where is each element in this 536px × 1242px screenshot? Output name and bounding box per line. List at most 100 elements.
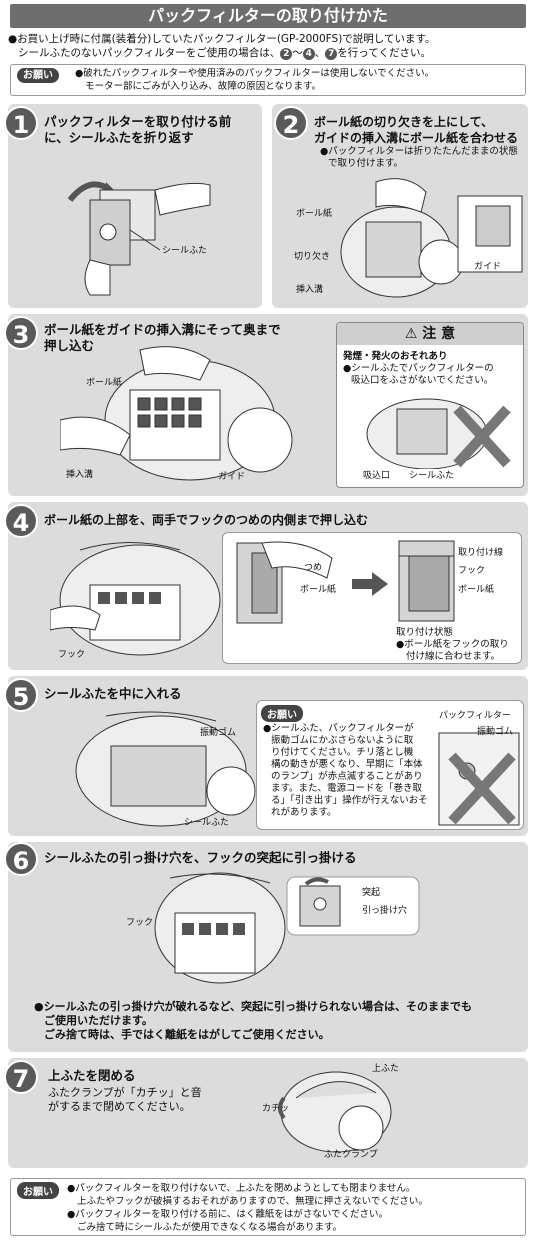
step-6-illustration — [154, 872, 286, 984]
step-2-label-slot: 挿入溝 — [296, 285, 324, 295]
step-3-label-board: ボール紙 — [86, 378, 123, 388]
step-4-number: 4 — [4, 504, 38, 538]
intro: ●お買い上げ時に付属(装着分)していたパックフィルター(GP-2000FS)で説… — [8, 32, 528, 60]
tilde: ～ — [292, 47, 303, 59]
request-badge: お願い — [17, 68, 59, 83]
step-3-number: 3 — [4, 316, 38, 350]
step-6-label-hook: フック — [126, 918, 154, 928]
step-1-title-line-2: に、シールふたを折り返す — [44, 130, 194, 145]
step-4-label-line: 取り付け線 — [458, 548, 504, 558]
step-1-label-seal: シールふた — [162, 246, 208, 256]
step-5-request-line-7: る」「引き出す」操作が行えないおそ — [271, 795, 428, 806]
step-5-title: シールふたを中に入れる — [44, 686, 182, 701]
caution-head-text: 注 意 — [422, 326, 456, 342]
step-6-label-hole: 引っ掛け穴 — [362, 906, 408, 916]
caution-header: ⚠ 注 意 — [337, 323, 523, 345]
step-6-title: シールふたの引っ掛け穴を、フックの突起に引っ掛ける — [44, 850, 357, 865]
step-2-label-guide: ガイド — [474, 262, 502, 272]
step-1-title: パックフィルターを取り付ける前 に、シールふたを折り返す — [44, 114, 231, 146]
step-6-number: 6 — [4, 842, 38, 876]
step-4-detail-after — [398, 540, 455, 622]
step-5-request-box: お願い ●シールふた、パックフィルターが 振動ゴムにかぶさらないように取 り付け… — [256, 700, 524, 830]
intro-line-2-text: シールふたのないパックフィルターをご使用の場合は、 — [18, 47, 281, 59]
step-5-request-line-8: れがあります。 — [271, 807, 337, 818]
step-6-note: ●シールふたの引っ掛け穴が破れるなど、突起に引っ掛けられない場合は、そのままでも… — [34, 1000, 472, 1042]
step-3-label-slot: 挿入溝 — [66, 470, 94, 480]
intro-line-1: ●お買い上げ時に付属(装着分)していたパックフィルター(GP-2000FS)で説… — [8, 33, 436, 45]
step-6-label-protrusion: 突起 — [362, 888, 381, 898]
step-2-title: ボール紙の切り欠きを上にして、 ガイドの挿入溝にボール紙を合わせる — [314, 114, 518, 146]
step-7-title: 上ふたを閉める — [48, 1068, 136, 1083]
step-5-label-seal: シールふた — [184, 818, 230, 828]
step-3-title: ボール紙をガイドの挿入溝にそって奥まで 押し込む — [44, 322, 281, 354]
caution-label-inlet: 吸込口 — [363, 471, 391, 481]
step-2-label-notch: 切り欠き — [294, 252, 331, 262]
caution-label-seal: シールふた — [409, 471, 455, 481]
step-4-title: ボール紙の上部を、両手でフックのつめの内側まで押し込む — [44, 513, 369, 527]
step-3-label-guide: ガイド — [218, 472, 246, 482]
step-4-label-board: ボール紙 — [300, 585, 337, 595]
bottom-note-line-4: ごみ捨て時にシールふたが使用できなくなる場合があります。 — [77, 1222, 343, 1233]
step-5-request-line-2: 振動ゴムにかぶさらないように取 — [271, 735, 414, 746]
step-5-label-rubber-2: 振動ゴム — [477, 727, 514, 737]
step-1-title-line-1: パックフィルターを取り付ける前 — [44, 114, 232, 129]
step-2-title-line-1: ボール紙の切り欠きを上にして、 — [314, 115, 494, 129]
step-6-note-line-1: ●シールふたの引っ掛け穴が破れるなど、突起に引っ掛けられない場合は、そのままでも — [34, 1000, 473, 1013]
step-3-title-line-1: ボール紙をガイドの挿入溝にそって奥まで — [44, 322, 281, 337]
caution-box: ⚠ 注 意 発煙・発火のおそれあり ●シールふたでパックフィルターの 吸込口をふ… — [336, 322, 524, 488]
bottom-note-line-3: ●パックフィルターを取り付ける前に、はく離紙をはがさないでください。 — [67, 1209, 389, 1220]
step-7-label-clamp: ふたクランプ — [324, 1150, 378, 1160]
step-6-detail — [286, 876, 420, 936]
step-1-number: 1 — [4, 106, 38, 140]
bottom-note-line-1: ●パックフィルターを取り付けないで、上ふたを閉めようとしても閉まりません。 — [67, 1183, 416, 1194]
step-6-note-line-3: ごみ捨て時は、手ではく離紙をはがしてご使用ください。 — [44, 1028, 330, 1041]
step-5-request-line-4: 構の動きが悪くなり、早期に「本体 — [271, 759, 423, 770]
step-3-illustration — [60, 346, 293, 481]
step-5-label-pack: パックフィルター — [439, 711, 511, 721]
caution-text: ●シールふたでパックフィルターの 吸込口をふさがないでください。 — [343, 363, 494, 387]
step-7-note-line-1: ふたクランプが「カチッ」と音 — [48, 1086, 202, 1099]
step-2-label-board: ボール紙 — [296, 209, 333, 219]
step-4-detail-before — [236, 541, 333, 624]
top-note-line-2: モーター部にごみが入り込み、故障の原因となります。 — [85, 81, 322, 92]
bottom-note-line-2: 上ふたやフックが破損するおそれがありますので、無理に押さえないでください。 — [77, 1196, 428, 1207]
caution-line-1: ●シールふたでパックフィルターの — [343, 363, 494, 374]
step-2-illustration — [340, 178, 523, 298]
step-1-illustration — [67, 181, 211, 296]
step-5-request-line-5: のランプ」が赤点滅することがあり — [271, 771, 423, 782]
step-ref-2: 2 — [280, 48, 293, 60]
warning-triangle-icon: ⚠ — [404, 326, 418, 342]
step-4-label-claw: つめ — [304, 563, 323, 573]
step-7-illustration — [278, 1071, 392, 1153]
step-2-title-line-2: ガイドの挿入溝にボール紙を合わせる — [314, 131, 519, 145]
caution-illustration — [366, 398, 511, 469]
step-5-number: 5 — [4, 678, 38, 712]
step-4-state-title: 取り付け状態 — [396, 627, 454, 638]
step-3-title-line-2: 押し込む — [44, 338, 95, 353]
step-5-request-line-6: ます。また、電源コードを「巻き取 — [271, 783, 423, 794]
step-2-note: ●パックフィルターは折りたたんだままの状態 で取り付けます。 — [320, 146, 518, 170]
bottom-note-text: ●パックフィルターを取り付けないで、上ふたを閉めようとしても閉まりません。 上ふ… — [67, 1182, 428, 1234]
step-2-note-line-1: ●パックフィルターは折りたたんだままの状態 — [320, 146, 518, 157]
step-5-request-line-3: り付けてください。チリ落とし機 — [271, 747, 414, 758]
step-5-request-badge: お願い — [261, 705, 303, 722]
step-2-number: 2 — [274, 106, 308, 140]
step-7-label-lid: 上ふた — [372, 1064, 400, 1074]
step-4-label-board-2: ボール紙 — [458, 585, 495, 595]
top-note-line-1: ●破れたパックフィルターや使用済みのパックフィルターは使用しないでください。 — [75, 68, 435, 79]
step-4-state-line-2: 付け線に合わせます。 — [406, 651, 501, 662]
bottom-request-note: お願い ●パックフィルターを取り付けないで、上ふたを閉めようとしても閉まりません… — [10, 1178, 526, 1236]
step-4-illustration — [50, 542, 221, 656]
step-7-panel — [8, 1058, 528, 1168]
step-5-request-line-1: ●シールふた、パックフィルターが — [263, 723, 414, 734]
bottom-request-badge: お願い — [17, 1182, 59, 1199]
comma: 、 — [314, 47, 326, 59]
step-4-state-line-1: ●ボール紙をフックの取り — [396, 639, 509, 650]
step-7-number: 7 — [4, 1060, 38, 1094]
step-7-note-line-2: がするまで閉めてください。 — [48, 1100, 191, 1113]
step-5-request-illustration — [438, 732, 520, 826]
step-2-note-line-2: で取り付けます。 — [328, 158, 404, 169]
page-title: パックフィルターの取り付けかた — [10, 4, 526, 28]
intro-line-2-end: を行ってください。 — [337, 47, 431, 59]
